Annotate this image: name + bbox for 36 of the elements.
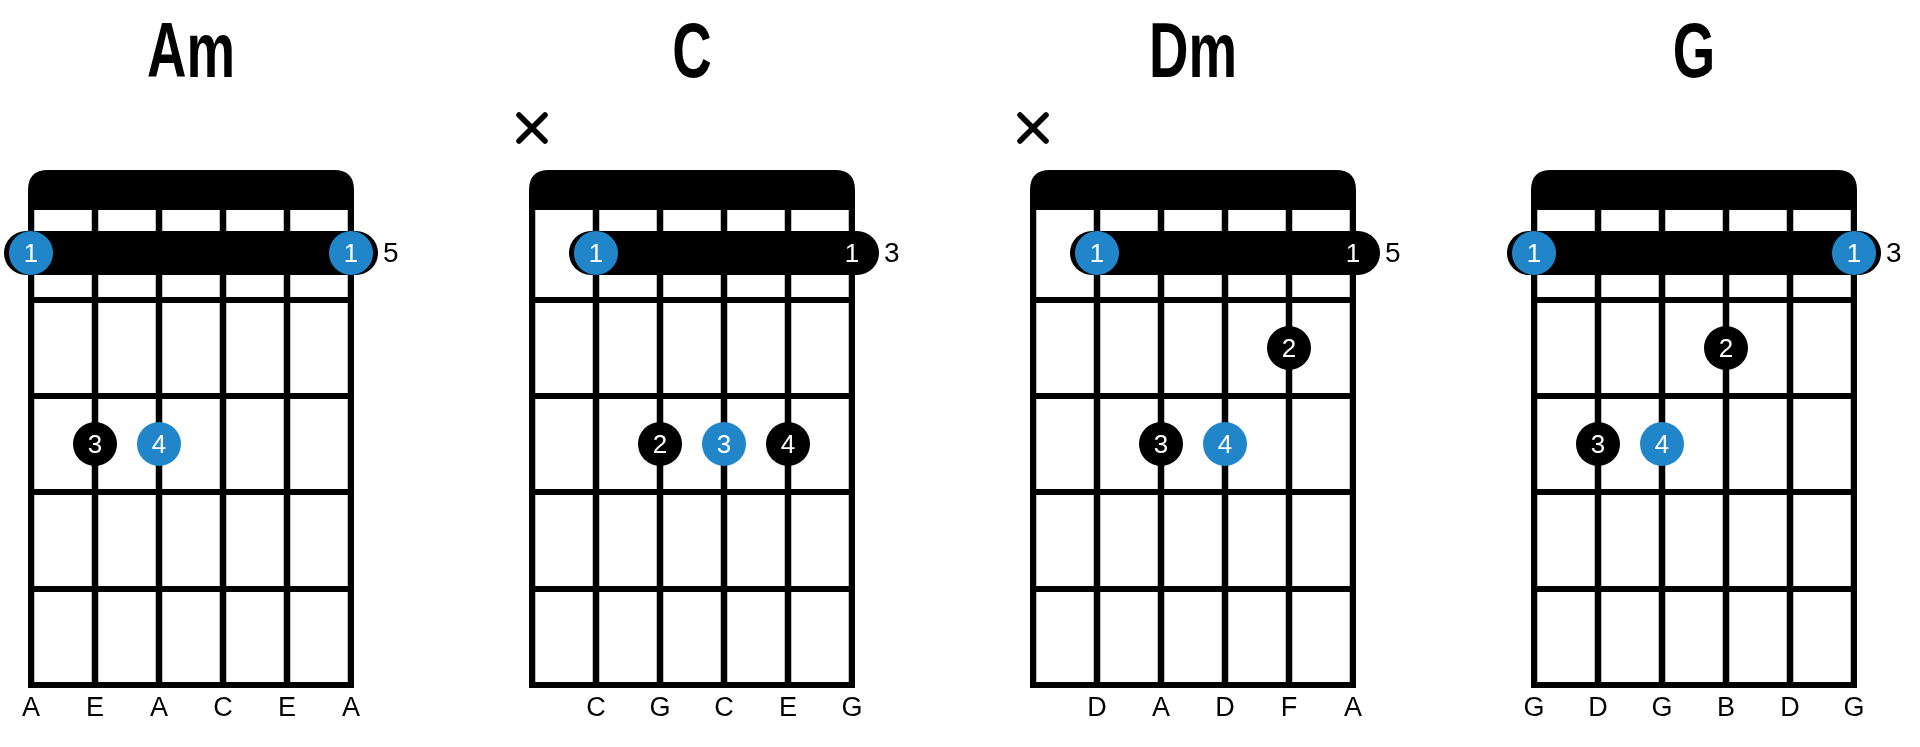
- note-name: F: [1280, 694, 1298, 721]
- fret-number: 5: [1385, 239, 1401, 267]
- note-name: D: [1087, 694, 1107, 721]
- barre: [4, 231, 378, 275]
- note-name: A: [342, 694, 360, 721]
- finger-number: 1: [844, 240, 860, 266]
- note-name: B: [1717, 694, 1735, 721]
- finger-number: 1: [1345, 240, 1361, 266]
- note-name: E: [779, 694, 797, 721]
- note-name: G: [1651, 694, 1673, 721]
- note-name: A: [22, 694, 40, 721]
- note-name: C: [213, 694, 233, 721]
- note-name: G: [649, 694, 671, 721]
- note-name: E: [86, 694, 104, 721]
- fret-number: 5: [383, 239, 399, 267]
- note-name: E: [278, 694, 296, 721]
- note-name: D: [1215, 694, 1235, 721]
- chord-name: Am: [147, 11, 235, 89]
- note-name: D: [1780, 694, 1800, 721]
- note-name: G: [1523, 694, 1545, 721]
- note-name: A: [150, 694, 168, 721]
- fret-number: 3: [884, 239, 900, 267]
- note-name: G: [1843, 694, 1865, 721]
- note-name: A: [1344, 694, 1362, 721]
- barre: [1507, 231, 1881, 275]
- fret-number: 3: [1886, 239, 1902, 267]
- note-name: D: [1588, 694, 1608, 721]
- note-name: C: [714, 694, 734, 721]
- barre: [1070, 231, 1380, 275]
- note-name: G: [841, 694, 863, 721]
- note-name: C: [586, 694, 606, 721]
- note-name: A: [1152, 694, 1170, 721]
- chord-name: Dm: [1149, 11, 1237, 89]
- chord-name: G: [1672, 11, 1716, 89]
- chord-name: C: [672, 11, 712, 89]
- barre: [569, 231, 879, 275]
